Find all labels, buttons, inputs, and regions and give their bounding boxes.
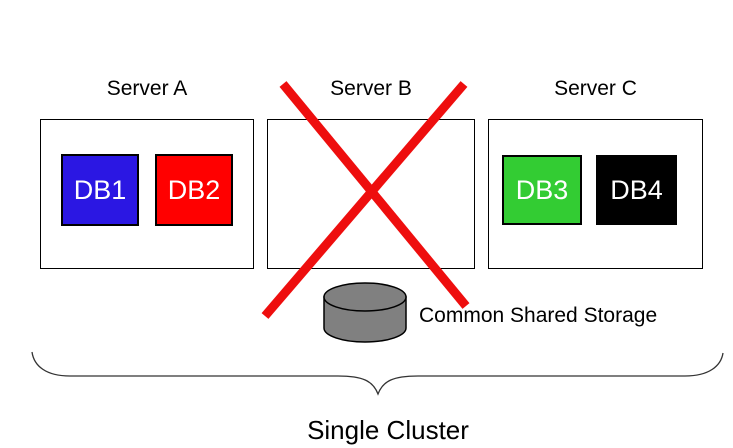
db4-chip: DB4 (596, 155, 677, 225)
cluster-brace (31, 351, 724, 396)
server-c-label: Server C (554, 77, 637, 100)
server-b-label: Server B (330, 77, 412, 100)
server-b-box (267, 119, 475, 269)
cluster-label: Single Cluster (307, 415, 469, 445)
db1-chip: DB1 (61, 154, 139, 226)
shared-storage-label: Common Shared Storage (419, 304, 658, 327)
cylinder-top (323, 282, 407, 312)
cylinder-body (323, 296, 407, 343)
server-a-label: Server A (106, 77, 188, 100)
db2-chip: DB2 (155, 154, 233, 226)
db3-chip: DB3 (502, 155, 582, 225)
shared-storage-cylinder-icon (323, 282, 407, 343)
